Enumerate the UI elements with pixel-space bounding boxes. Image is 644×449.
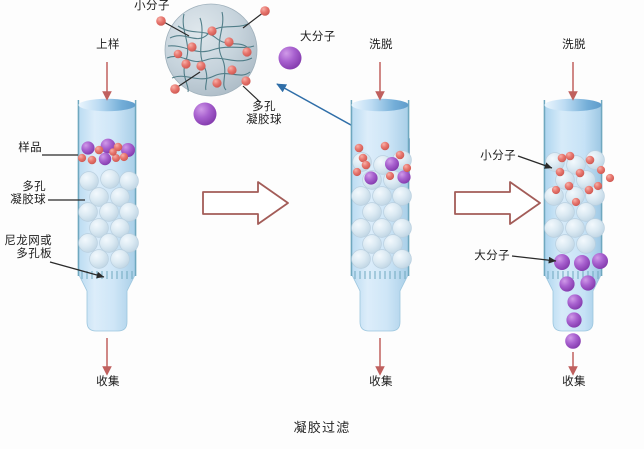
pointer-small-molecule — [517, 155, 553, 169]
column-3-top-label: 洗脱 — [562, 37, 586, 51]
pointer-nylon-mesh — [49, 261, 105, 279]
free-small-molecules — [156, 6, 270, 94]
label-small-molecule: 小分子 — [480, 148, 516, 162]
column-3-bottom-label: 收集 — [562, 374, 586, 388]
column-1-sample-band — [77, 138, 135, 166]
label-porous-gel-bead: 多孔 凝胶球 — [10, 179, 46, 206]
column-2-migrating-molecules — [352, 141, 412, 185]
column-3-large-molecules — [554, 253, 608, 349]
pointer-magnified-bead-label — [242, 85, 261, 103]
column-2-bottom-label: 收集 — [369, 374, 393, 388]
label-sample: 样品 — [18, 140, 42, 154]
column-2-elution — [350, 62, 412, 376]
step-arrow-2 — [454, 181, 541, 225]
column-3-small-molecules — [551, 151, 615, 207]
figure-title: 凝胶过滤 — [293, 421, 351, 436]
column-1-gel-beads — [78, 169, 139, 269]
column-2-meniscus — [351, 98, 409, 112]
magnified-gel-bead — [156, 3, 302, 126]
free-large-molecule-a — [193, 102, 217, 126]
free-large-molecule-b — [278, 46, 302, 70]
step-arrow-1 — [202, 181, 289, 225]
legend-small-molecule-label: 小分子 — [134, 0, 170, 12]
legend-large-molecule-label: 大分子 — [300, 29, 336, 43]
column-1-loading — [42, 62, 139, 376]
magnified-bead-label: 多孔 凝胶球 — [246, 99, 282, 126]
column-3-meniscus — [544, 98, 602, 112]
trapped-small-molecules — [173, 26, 252, 88]
pointer-large-molecule — [511, 255, 557, 264]
label-large-molecule: 大分子 — [474, 248, 510, 262]
column-3-separation — [511, 62, 615, 376]
column-1-top-label: 上样 — [96, 37, 120, 51]
column-2-top-label: 洗脱 — [369, 37, 393, 51]
column-2-nylon-mesh — [354, 271, 406, 279]
column-1-meniscus — [78, 98, 136, 112]
label-nylon-mesh: 尼龙网或 多孔板 — [4, 233, 52, 260]
column-1-bottom-label: 收集 — [96, 374, 120, 388]
